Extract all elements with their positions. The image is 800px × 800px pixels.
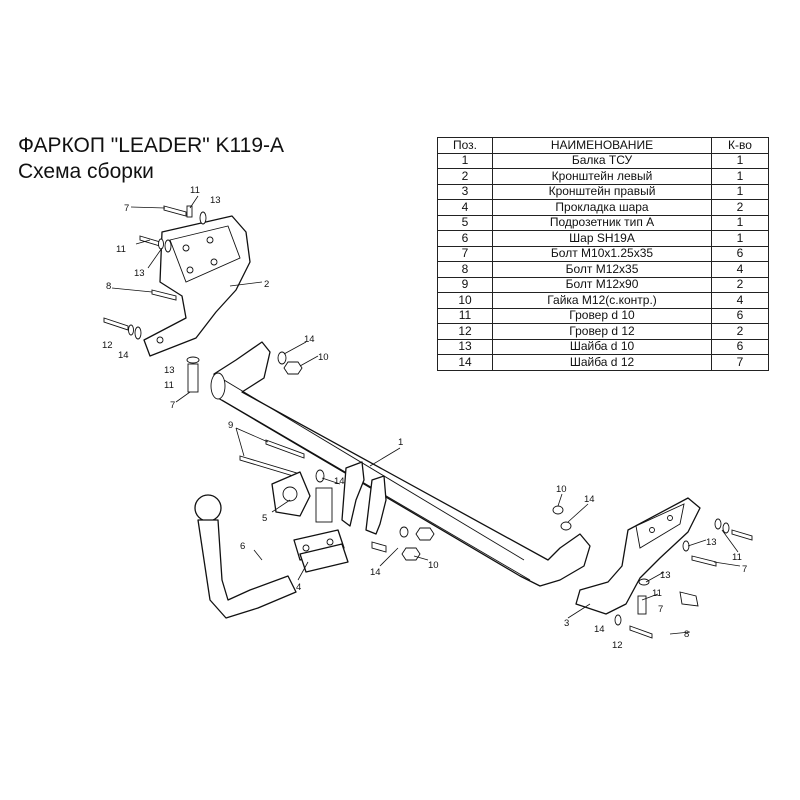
main-beam bbox=[210, 341, 591, 587]
callout-5: 5 bbox=[262, 513, 267, 524]
callout-13-bottom-right: 13 bbox=[660, 570, 671, 581]
callout-7-top-left: 7 bbox=[124, 203, 129, 214]
callout-7-bottom-right: 7 bbox=[658, 604, 663, 615]
callout-11-lower-left: 11 bbox=[164, 380, 174, 391]
cell-pos: 12 bbox=[437, 323, 493, 340]
callout-4: 4 bbox=[296, 582, 301, 593]
callout-14-bottom-right: 14 bbox=[594, 624, 605, 635]
callout-11-bottom-right: 11 bbox=[652, 588, 662, 599]
diagram-title: ФАРКОП "LEADER" K119-A bbox=[18, 134, 285, 157]
callout-14-lower-center: 14 bbox=[370, 567, 381, 578]
cell-name: Болт M12x35 bbox=[492, 261, 712, 278]
callout-14-right: 14 bbox=[584, 494, 595, 505]
callout-11-left: 11 bbox=[116, 244, 126, 255]
callout-3: 3 bbox=[564, 618, 569, 629]
cell-name: Болт M10x1.25x35 bbox=[492, 245, 712, 262]
callout-6: 6 bbox=[240, 541, 245, 552]
right-bracket bbox=[575, 497, 701, 615]
callout-11-right: 11 bbox=[732, 552, 742, 563]
leader-lines bbox=[111, 195, 741, 635]
tow-ball bbox=[194, 494, 297, 619]
callout-13-right: 13 bbox=[706, 537, 717, 548]
cell-name: Шайба d 12 bbox=[492, 354, 712, 371]
callout-9: 9 bbox=[228, 420, 233, 431]
cell-name: Кронштейн правый bbox=[492, 183, 712, 200]
cell-pos: 14 bbox=[437, 354, 493, 371]
callout-12-right: 12 bbox=[612, 640, 623, 651]
callout-8-right: 8 bbox=[684, 629, 689, 640]
callout-14-left: 14 bbox=[118, 350, 129, 361]
callout-1: 1 bbox=[398, 437, 403, 448]
callout-14-top: 14 bbox=[304, 334, 315, 345]
callout-8-left: 8 bbox=[106, 281, 111, 292]
callout-12-left: 12 bbox=[102, 340, 113, 351]
callout-14-center: 14 bbox=[334, 476, 345, 487]
callout-7-left: 7 bbox=[170, 400, 175, 411]
callout-labels: 1 2 3 4 5 6 7 7 7 7 8 8 9 10 10 10 11 11… bbox=[102, 185, 747, 651]
beam-hardware bbox=[277, 351, 572, 531]
ball-plates bbox=[293, 529, 349, 573]
callout-7-right: 7 bbox=[742, 564, 747, 575]
callout-11-top-left: 11 bbox=[190, 185, 200, 196]
callout-13-top-left: 13 bbox=[210, 195, 221, 206]
diagram-subtitle: Схема сборки bbox=[18, 160, 154, 183]
callout-10-center: 10 bbox=[428, 560, 439, 571]
left-fasteners bbox=[103, 205, 207, 393]
cell-qty: 7 bbox=[711, 354, 769, 371]
cell-name: Гровер d 12 bbox=[492, 323, 712, 340]
socket-holder bbox=[271, 471, 333, 523]
callout-13-left: 13 bbox=[134, 268, 145, 279]
callout-10-right: 10 bbox=[556, 484, 567, 495]
callout-2: 2 bbox=[264, 279, 269, 290]
left-bracket bbox=[143, 215, 251, 357]
center-hardware bbox=[239, 439, 435, 561]
callout-10-top: 10 bbox=[318, 352, 329, 363]
callout-13-lower-left: 13 bbox=[164, 365, 175, 376]
